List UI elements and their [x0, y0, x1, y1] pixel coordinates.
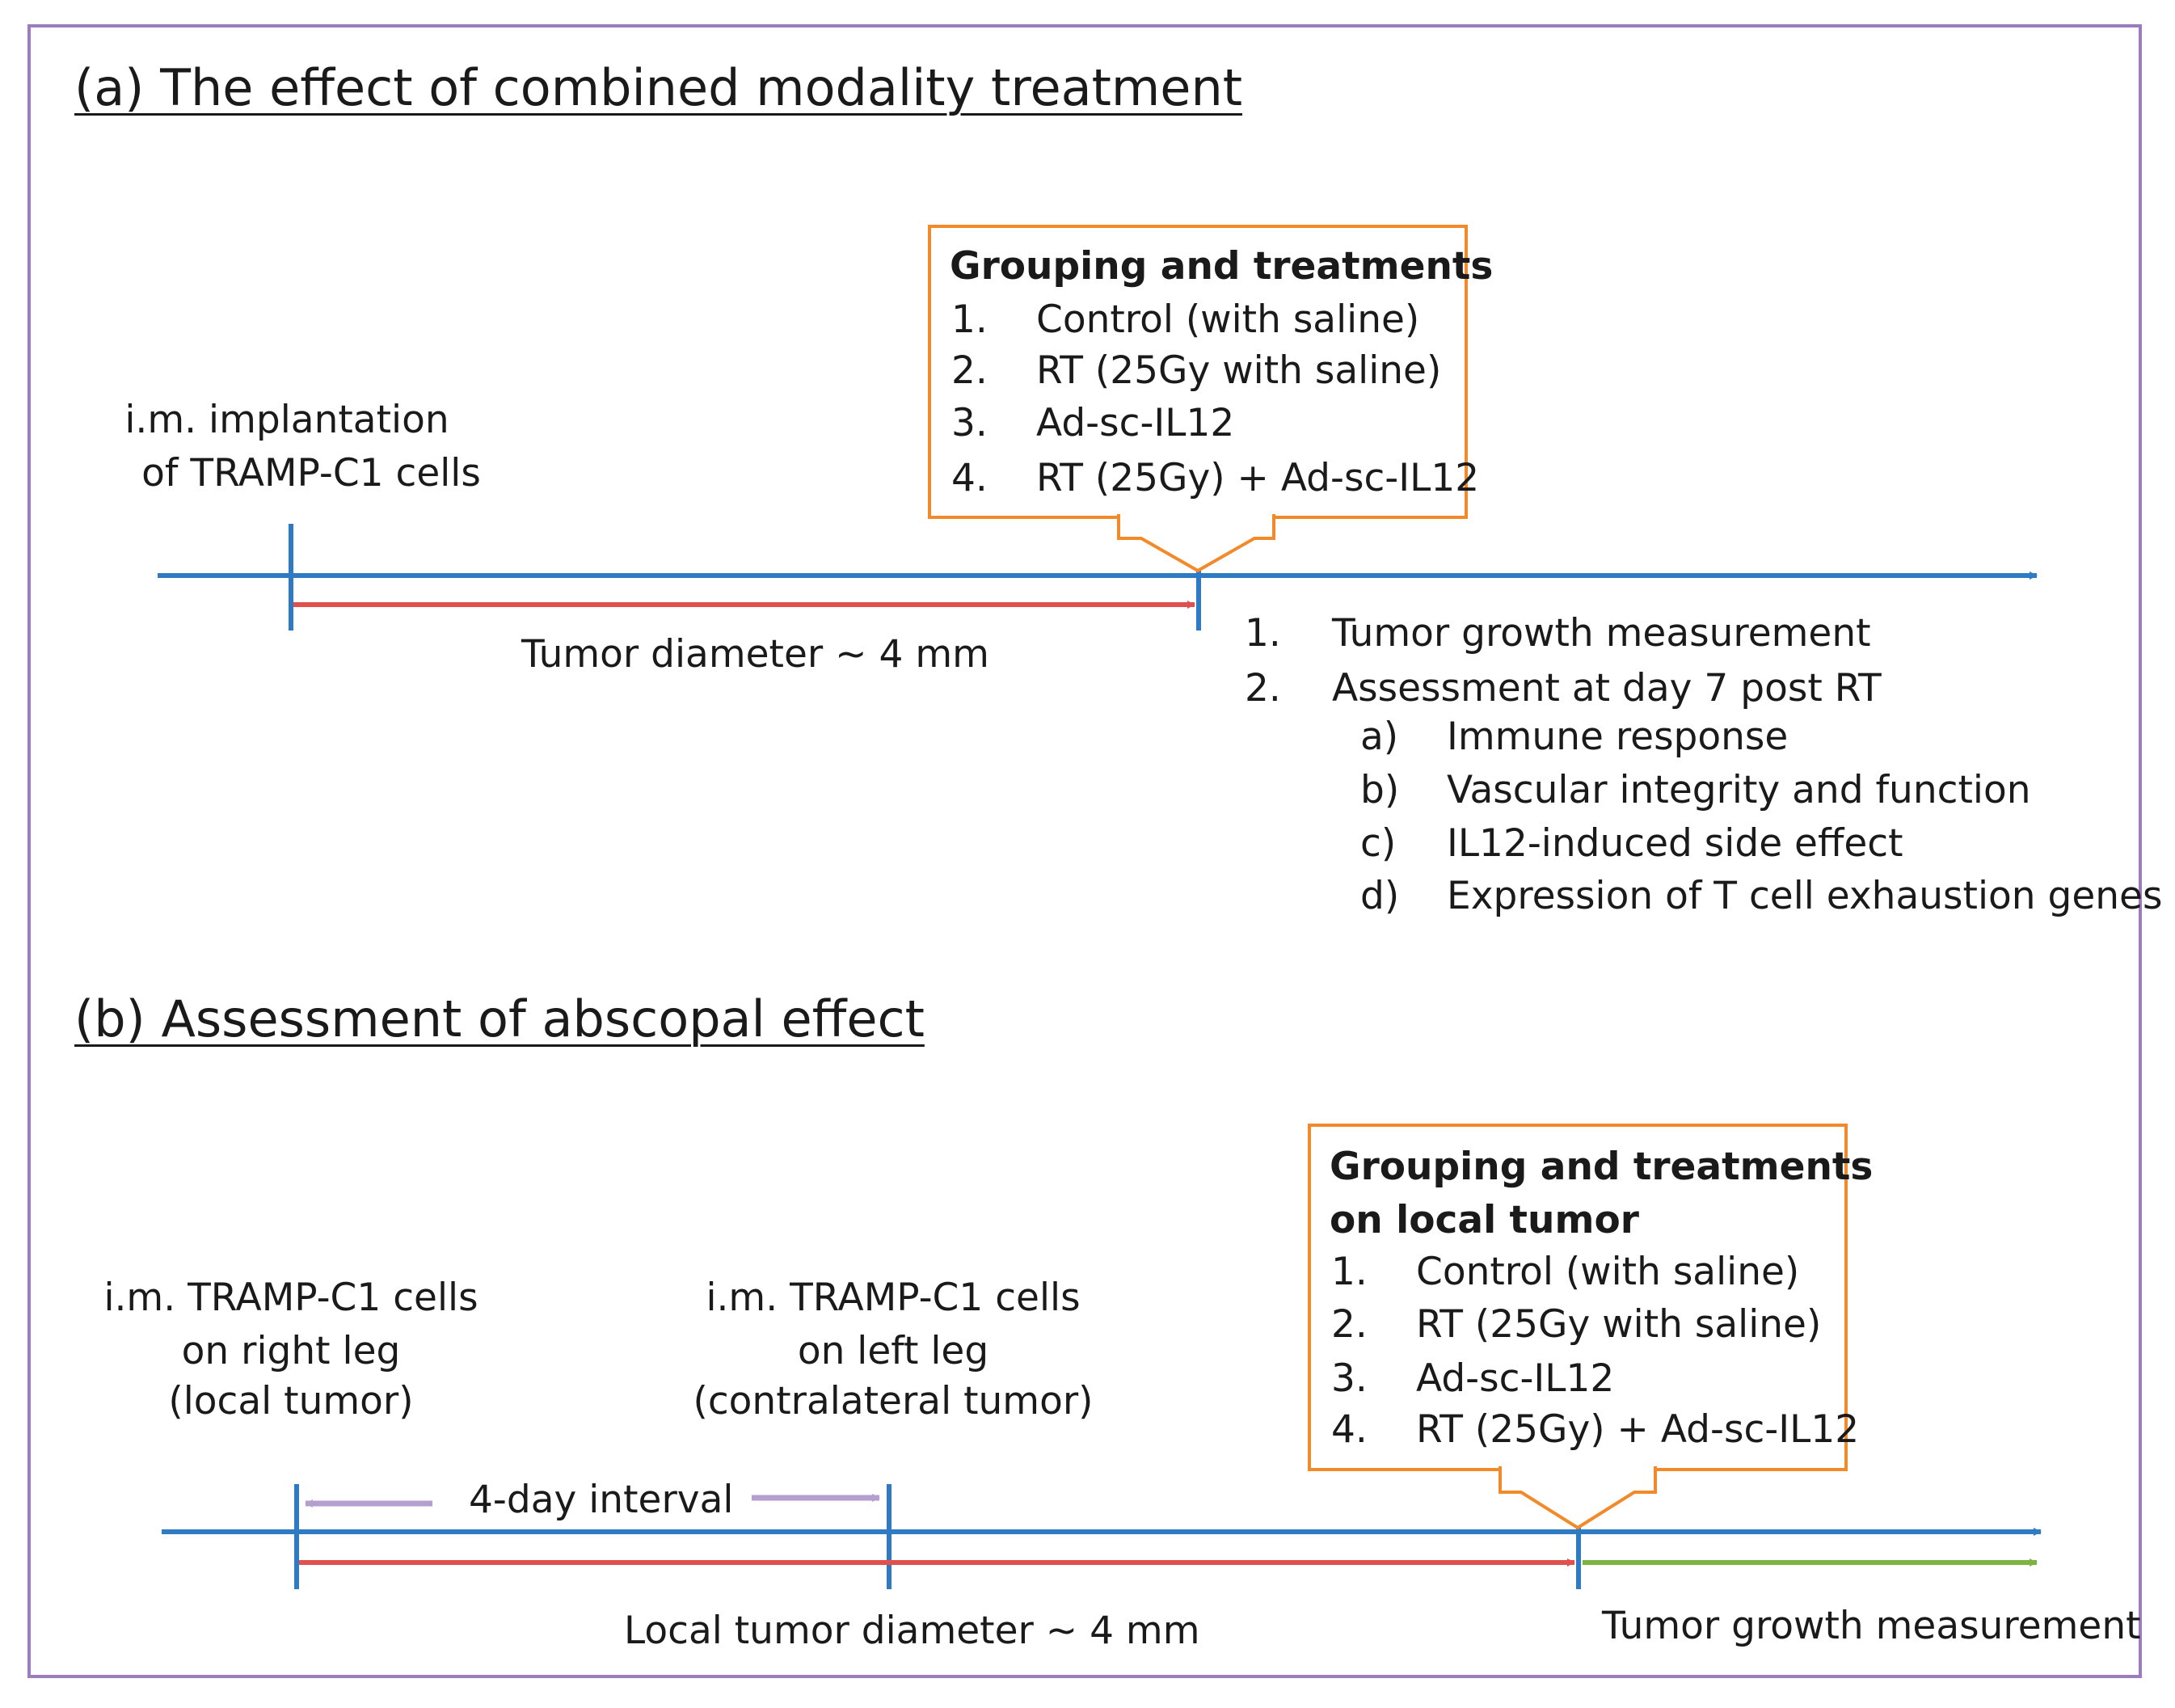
- sub-outcome-b: Vascular integrity and function: [1447, 768, 2031, 812]
- grouping-b-item-2: RT (25Gy with saline): [1416, 1302, 1822, 1347]
- grouping-b-num-3: 3.: [1331, 1356, 1368, 1401]
- grouping-box-b-pointer: [1498, 1466, 1657, 1529]
- outcome-num-1: 1.: [1245, 611, 1281, 656]
- sub-outcome-num-c: c): [1360, 821, 1397, 866]
- implant-label-line2: of TRAMP-C1 cells: [141, 451, 481, 496]
- panel-b-title: (b) Assessment of abscopal effect: [74, 989, 925, 1048]
- right-leg-label-line1: i.m. TRAMP-C1 cells: [103, 1276, 478, 1320]
- sub-outcome-num-a: a): [1360, 715, 1399, 759]
- grouping-a-num-3: 3.: [951, 401, 988, 445]
- sub-outcome-d: Expression of T cell exhaustion genes: [1447, 874, 2163, 918]
- tumor-diameter-label: Tumor diameter ~ 4 mm: [521, 632, 989, 677]
- sub-outcome-num-b: b): [1360, 768, 1400, 812]
- grouping-a-item-1: Control (with saline): [1036, 297, 1420, 342]
- left-leg-label-line2: on left leg: [797, 1329, 989, 1373]
- outcome-num-2: 2.: [1245, 666, 1281, 711]
- panel-a-title: (a) The effect of combined modality trea…: [74, 58, 1243, 117]
- tumor-growth-measurement-label: Tumor growth measurement: [1602, 1604, 2141, 1648]
- grouping-a-item-3: Ad-sc-IL12: [1036, 401, 1235, 445]
- right-leg-label-line2: on right leg: [181, 1329, 401, 1373]
- grouping-b-item-4: RT (25Gy) + Ad-sc-IL12: [1416, 1407, 1860, 1452]
- grouping-a-num-2: 2.: [951, 348, 988, 393]
- sub-outcome-a: Immune response: [1447, 715, 1789, 759]
- left-leg-label-line1: i.m. TRAMP-C1 cells: [706, 1276, 1081, 1320]
- sub-outcome-num-d: d): [1360, 874, 1400, 918]
- grouping-box-a: [928, 225, 1468, 519]
- grouping-a-item-2: RT (25Gy with saline): [1036, 348, 1442, 393]
- right-leg-label-line3: (local tumor): [168, 1379, 414, 1423]
- grouping-b-num-2: 2.: [1331, 1302, 1368, 1347]
- figure-frame: [27, 24, 2142, 1678]
- grouping-b-num-4: 4.: [1331, 1407, 1368, 1452]
- sub-outcome-c: IL12-induced side effect: [1447, 821, 1903, 866]
- grouping-b-num-1: 1.: [1331, 1250, 1368, 1294]
- grouping-b-item-1: Control (with saline): [1416, 1250, 1800, 1294]
- grouping-b-item-3: Ad-sc-IL12: [1416, 1356, 1615, 1401]
- grouping-box-b-heading-line2: on local tumor: [1330, 1198, 1639, 1242]
- grouping-a-num-1: 1.: [951, 297, 988, 342]
- implant-label-line1: i.m. implantation: [124, 398, 449, 442]
- local-tumor-diameter-label: Local tumor diameter ~ 4 mm: [624, 1609, 1200, 1653]
- grouping-box-a-heading: Grouping and treatments: [950, 244, 1494, 289]
- interval-label: 4-day interval: [469, 1478, 734, 1522]
- grouping-box-a-pointer: [1117, 514, 1275, 572]
- outcome-item-2: Assessment at day 7 post RT: [1332, 666, 1882, 711]
- grouping-a-num-4: 4.: [951, 456, 988, 500]
- left-leg-label-line3: (contralateral tumor): [693, 1379, 1094, 1423]
- grouping-box-b-heading-line1: Grouping and treatments: [1330, 1145, 1874, 1189]
- grouping-a-item-4: RT (25Gy) + Ad-sc-IL12: [1036, 456, 1480, 500]
- outcome-item-1: Tumor growth measurement: [1332, 611, 1871, 656]
